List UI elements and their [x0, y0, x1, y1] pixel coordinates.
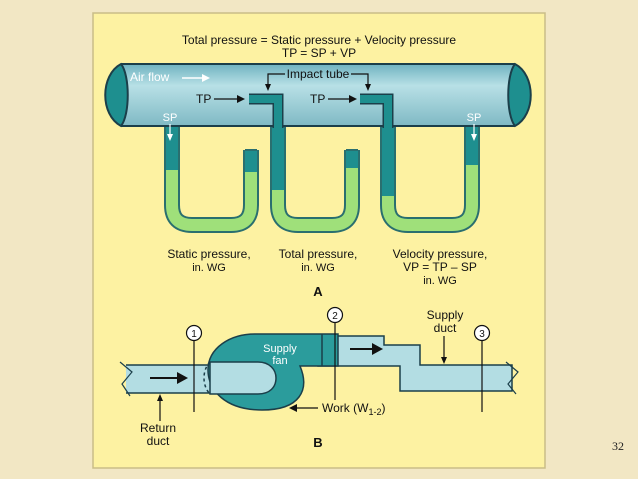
slide-number: 32 — [612, 439, 624, 453]
caption-velocity-line1: Velocity pressure, — [393, 247, 488, 261]
sp-label-left: SP — [163, 112, 178, 124]
part-a-label: A — [313, 284, 323, 299]
work-label: Work (W1-2) — [322, 401, 385, 417]
return-duct-leader — [157, 394, 163, 421]
impact-tube-left — [249, 93, 284, 128]
caption-velocity-line3: in. WG — [423, 275, 457, 287]
supply-duct-leader — [441, 336, 447, 364]
air-flow-arrow-icon — [182, 74, 210, 82]
caption-total-line2: in. WG — [301, 262, 335, 274]
supply-duct-label-line2: duct — [434, 321, 457, 335]
impact-tube-right — [360, 93, 394, 128]
point-2-marker — [326, 306, 344, 400]
tp-arrow-left-icon — [214, 95, 245, 103]
return-flow-arrow-icon — [150, 372, 188, 384]
sp-label-right: SP — [467, 112, 482, 124]
caption-static-line2: in. WG — [192, 262, 226, 274]
supply-duct-label-line1: Supply — [427, 308, 464, 322]
caption-total-line1: Total pressure, — [279, 247, 358, 261]
work-label-close: ) — [381, 401, 385, 415]
return-duct-label-line2: duct — [147, 434, 170, 448]
point-1-marker — [185, 324, 203, 412]
manometer-total — [270, 108, 360, 233]
title-equation-words: Total pressure = Static pressure + Veloc… — [182, 33, 456, 47]
point-1-label: 1 — [191, 329, 197, 340]
return-duct-label-line1: Return — [140, 421, 176, 435]
air-flow-label: Air flow — [130, 70, 170, 84]
tp-label-right: TP — [310, 92, 325, 106]
supply-fan-label-line2: fan — [272, 355, 287, 367]
tp-arrow-right-icon — [328, 95, 357, 103]
caption-velocity-line2: VP = TP – SP — [403, 260, 477, 274]
title-equation-abbrev: TP = SP + VP — [282, 46, 356, 60]
impact-tube-bracket — [265, 73, 371, 91]
work-leader — [289, 404, 318, 412]
point-3-label: 3 — [479, 329, 485, 340]
caption-static-line1: Static pressure, — [167, 247, 250, 261]
work-label-subscript: 1-2 — [368, 407, 381, 417]
sp-arrow-left-icon — [167, 124, 173, 141]
supply-flow-arrow-icon — [350, 343, 383, 355]
work-label-text: Work (W — [322, 401, 369, 415]
impact-tube-label: Impact tube — [287, 67, 350, 81]
supply-fan-label-line1: Supply — [263, 343, 297, 355]
point-3-marker — [473, 324, 491, 412]
point-2-label: 2 — [332, 311, 338, 322]
air-duct — [104, 62, 532, 128]
tp-label-left: TP — [196, 92, 211, 106]
sp-arrow-right-icon — [471, 124, 477, 141]
part-b-label: B — [313, 435, 322, 450]
